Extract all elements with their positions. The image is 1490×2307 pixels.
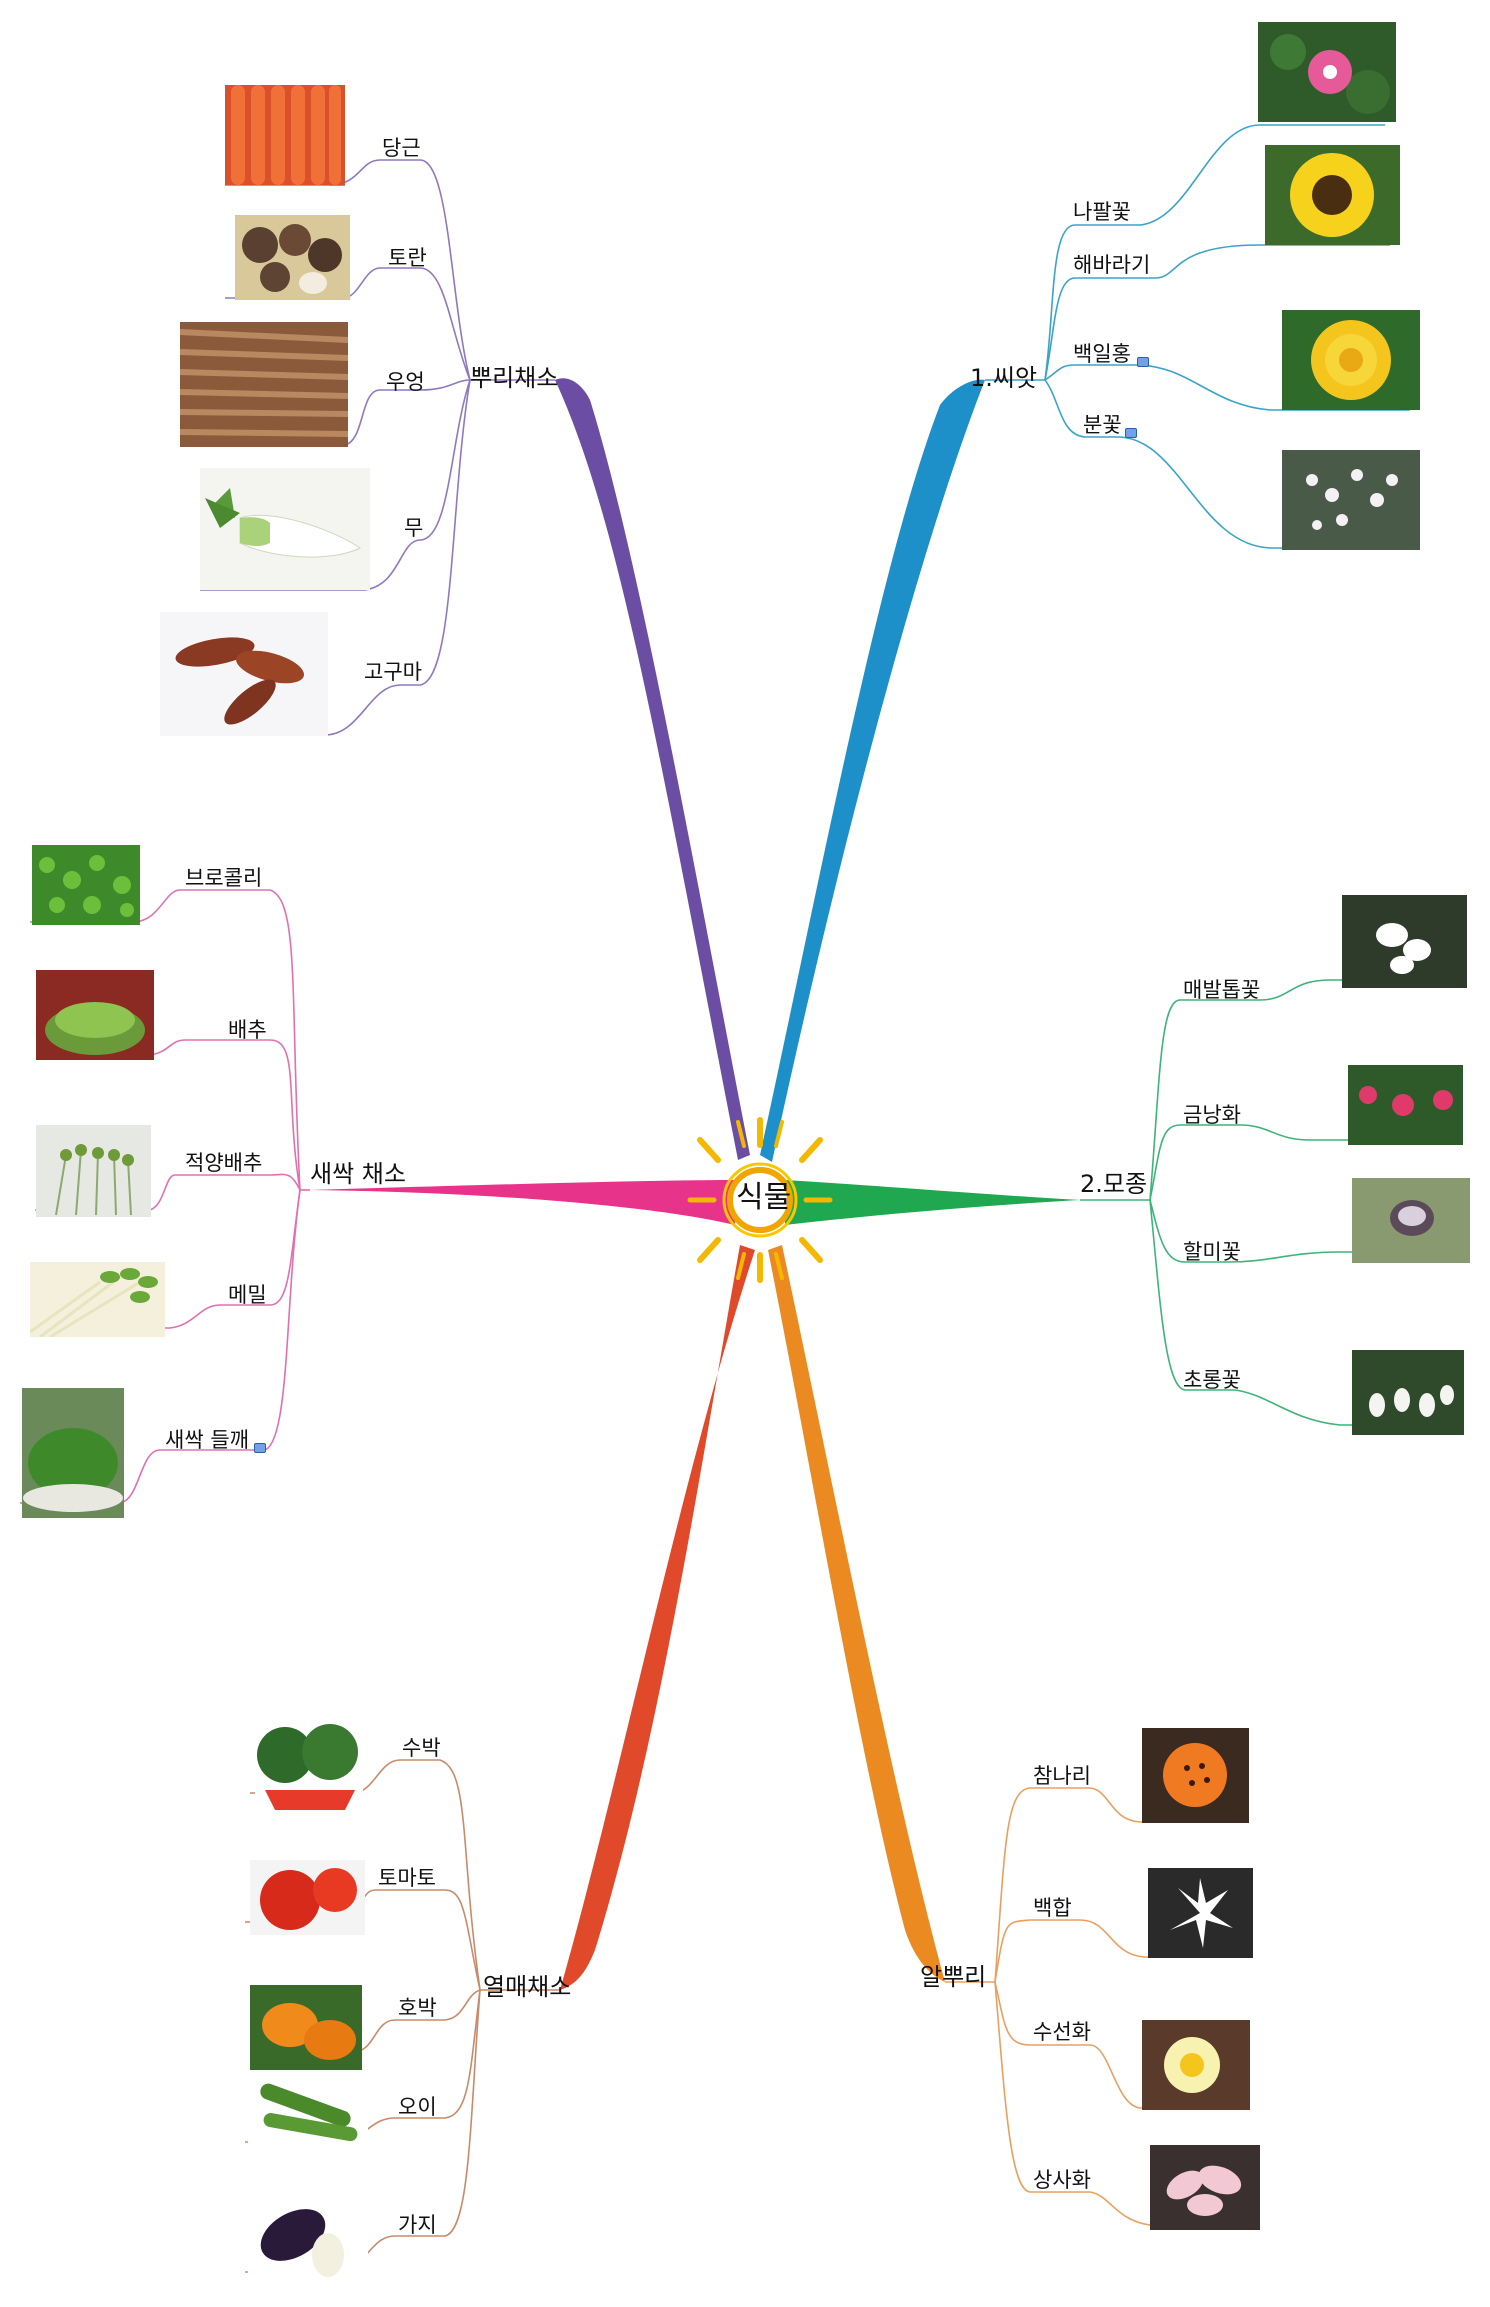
pumpkin-image bbox=[250, 1985, 362, 2071]
pasque-flower-image bbox=[1352, 1178, 1470, 1264]
seedling-connectors bbox=[1080, 979, 1460, 1426]
perilla-sprout-image bbox=[22, 1388, 124, 1519]
sunflower-image bbox=[1265, 145, 1400, 246]
topic-seed[interactable]: 1.씨앗 bbox=[970, 364, 1038, 392]
subtopic-fruit-4[interactable]: 가지 bbox=[398, 2213, 437, 2237]
subtopic-seed-0[interactable]: 나팔꽃 bbox=[1073, 200, 1131, 224]
watermelon-image bbox=[255, 1720, 363, 1811]
topic-bulb[interactable]: 알뿌리 bbox=[920, 1963, 987, 1991]
subtopic-sprout-3[interactable]: 메밀 bbox=[228, 1283, 267, 1307]
subtopic-root-0[interactable]: 당근 bbox=[382, 136, 421, 160]
subtopic-root-3[interactable]: 무 bbox=[404, 516, 424, 540]
subtopic-sprout-2[interactable]: 적양배추 bbox=[185, 1151, 263, 1175]
surprise-lily-image bbox=[1150, 2145, 1260, 2231]
subtopic-bulb-2[interactable]: 수선화 bbox=[1033, 2020, 1091, 2044]
note-icon[interactable] bbox=[254, 1443, 266, 1453]
subtopic-seedling-0[interactable]: 매발톱꽃 bbox=[1183, 978, 1261, 1002]
subtopic-fruit-1[interactable]: 토마토 bbox=[378, 1866, 436, 1890]
tomato-image bbox=[250, 1860, 365, 1936]
note-icon[interactable] bbox=[1137, 357, 1149, 367]
branch-fruit-veg bbox=[560, 1245, 755, 1990]
topic-sprout[interactable]: 새싹 채소 bbox=[310, 1160, 406, 1188]
burdock-image bbox=[180, 322, 348, 448]
branch-seedling bbox=[785, 1180, 1080, 1225]
broccoli-sprout-image bbox=[32, 845, 140, 926]
branch-bulb bbox=[768, 1245, 945, 1982]
sun-icon bbox=[687, 1117, 833, 1283]
cucumber-image bbox=[248, 2082, 368, 2153]
buckwheat-sprout-image bbox=[30, 1262, 165, 1338]
bleeding-heart-image bbox=[1348, 1065, 1463, 1146]
note-icon[interactable] bbox=[1125, 428, 1137, 438]
subtopic-seedling-3[interactable]: 초롱꽃 bbox=[1183, 1368, 1241, 1392]
fruit-veg-connectors bbox=[245, 1759, 560, 2273]
cabbage-sprout-image bbox=[36, 970, 154, 1061]
tiger-lily-image bbox=[1142, 1728, 1249, 1824]
red-cabbage-sprout-image bbox=[36, 1125, 151, 1218]
sweet-potato-image bbox=[160, 612, 328, 737]
four-oclock-image bbox=[1282, 450, 1420, 551]
subtopic-sprout-4[interactable]: 새싹 들깨 bbox=[165, 1428, 249, 1452]
subtopic-fruit-0[interactable]: 수박 bbox=[402, 1736, 441, 1760]
zinnia-image bbox=[1282, 310, 1420, 411]
branch-seed bbox=[760, 379, 985, 1162]
topic-root-veg[interactable]: 뿌리채소 bbox=[470, 364, 559, 392]
subtopic-bulb-0[interactable]: 참나리 bbox=[1033, 1764, 1091, 1788]
subtopic-fruit-2[interactable]: 호박 bbox=[398, 1996, 437, 2020]
subtopic-root-4[interactable]: 고구마 bbox=[364, 660, 422, 684]
bellflower-image bbox=[1352, 1350, 1464, 1436]
carrot-image bbox=[225, 85, 345, 186]
subtopic-bulb-3[interactable]: 상사화 bbox=[1033, 2168, 1091, 2192]
seed-connectors bbox=[985, 124, 1410, 549]
subtopic-seed-1[interactable]: 해바라기 bbox=[1073, 253, 1151, 277]
subtopic-root-1[interactable]: 토란 bbox=[388, 246, 427, 270]
center-topic[interactable]: 식물 bbox=[736, 1180, 792, 1215]
subtopic-sprout-0[interactable]: 브로콜리 bbox=[185, 866, 263, 890]
subtopic-seed-2[interactable]: 백일홍 bbox=[1073, 342, 1131, 366]
branch-sprout bbox=[310, 1180, 735, 1225]
topic-fruit-veg[interactable]: 열매채소 bbox=[483, 1973, 572, 2001]
lily-image bbox=[1148, 1868, 1253, 1959]
radish-image bbox=[200, 468, 370, 591]
topic-seedling[interactable]: 2.모종 bbox=[1080, 1170, 1148, 1198]
branch-root-veg bbox=[555, 378, 750, 1160]
subtopic-sprout-1[interactable]: 배추 bbox=[228, 1018, 267, 1042]
bulb-connectors bbox=[945, 1787, 1255, 2226]
subtopic-seed-3[interactable]: 분꽃 bbox=[1083, 413, 1122, 437]
taro-image bbox=[235, 215, 350, 301]
columbine-image bbox=[1342, 895, 1467, 989]
subtopic-seedling-2[interactable]: 할미꽃 bbox=[1183, 1240, 1241, 1264]
subtopic-root-2[interactable]: 우엉 bbox=[386, 370, 425, 394]
subtopic-fruit-3[interactable]: 오이 bbox=[398, 2095, 437, 2119]
daffodil-image bbox=[1142, 2020, 1250, 2111]
morning-glory-image bbox=[1258, 22, 1396, 123]
eggplant-image bbox=[248, 2190, 368, 2281]
subtopic-bulb-1[interactable]: 백합 bbox=[1033, 1896, 1072, 1920]
subtopic-seedling-1[interactable]: 금낭화 bbox=[1183, 1103, 1241, 1127]
